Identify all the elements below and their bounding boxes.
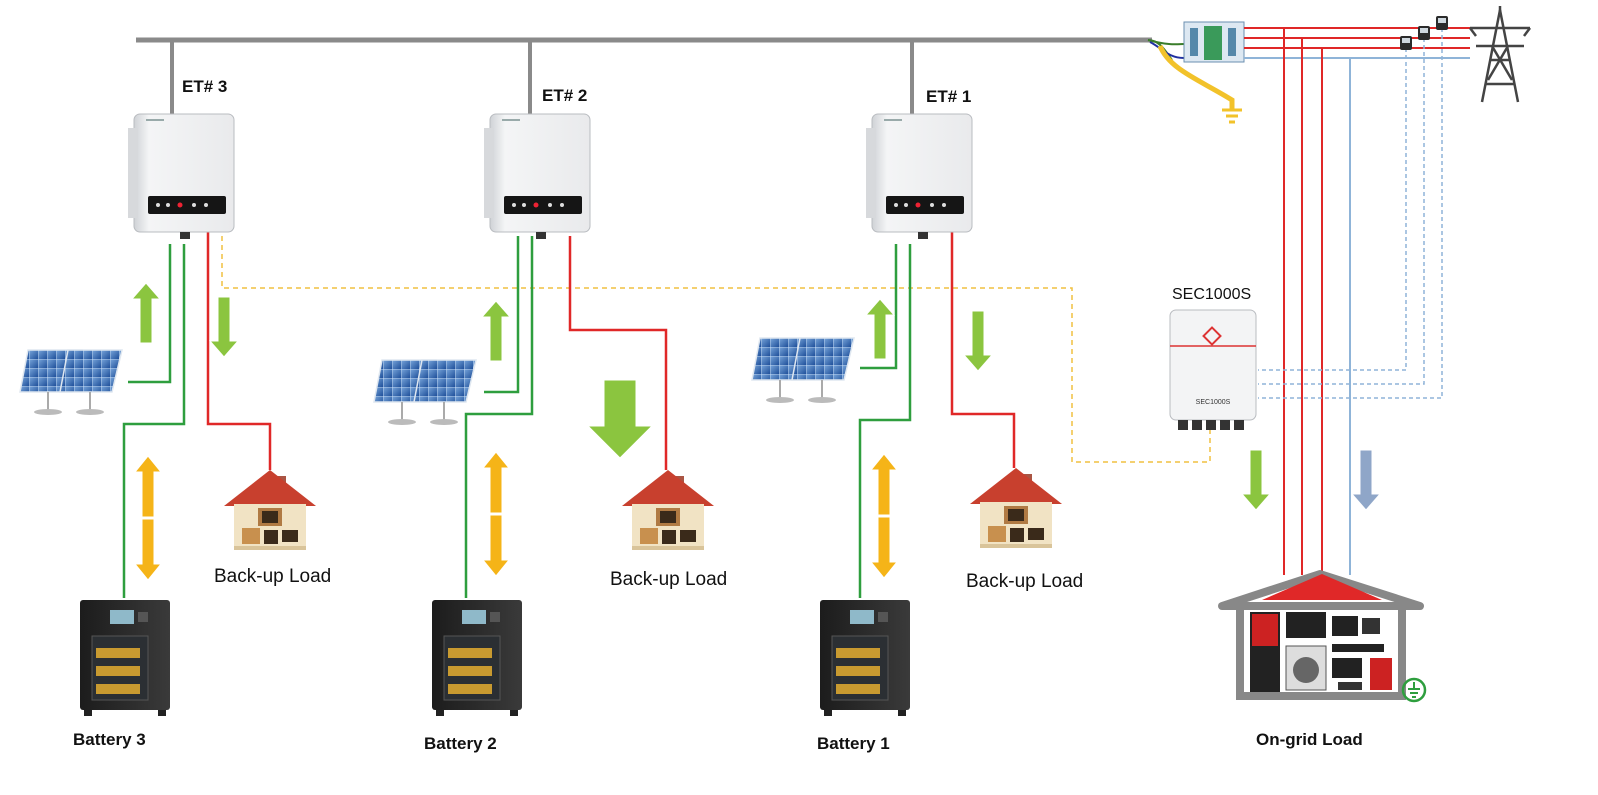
inverter-icon — [865, 113, 973, 240]
sec1000s-device: SEC1000S — [1169, 309, 1257, 430]
house-icon — [224, 470, 316, 550]
pv-flow-arrow — [481, 300, 511, 362]
grid-lines — [1244, 27, 1470, 575]
house-icon — [970, 468, 1062, 548]
pv-flow-arrow — [865, 298, 895, 360]
battery-flow-arrow — [133, 454, 163, 582]
et3-wires — [122, 232, 272, 598]
distribution-box — [1147, 21, 1245, 124]
battery-flow-arrow — [481, 450, 511, 578]
battery-cabinet-icon — [819, 599, 911, 717]
battery-flow-arrow — [869, 452, 899, 580]
house-icon — [622, 470, 714, 550]
inverter-label-et2: ET# 2 — [542, 86, 588, 105]
inverter-et1 — [865, 113, 973, 240]
battery-label-3: Battery 3 — [73, 730, 146, 749]
inverter-label-et1: ET# 1 — [926, 87, 972, 106]
ongrid-house — [1218, 570, 1427, 703]
inverter-label-et3: ET# 3 — [182, 77, 228, 96]
inverter-et2 — [483, 113, 591, 240]
comm-line — [221, 236, 1211, 463]
smart-meter-icon — [1400, 16, 1448, 50]
ongrid-load-label: On-grid Load — [1256, 730, 1363, 749]
backup-flow-arrow-large — [586, 379, 654, 459]
inverter-icon — [127, 113, 235, 240]
transmission-tower-icon — [1469, 6, 1531, 103]
solar-panel-icon — [19, 349, 123, 416]
battery-label-1: Battery 1 — [817, 734, 890, 753]
sec-controller-label: SEC1000S — [1172, 286, 1252, 303]
backup-load-label-1: Back-up Load — [966, 571, 1084, 592]
battery-cabinet-icon — [431, 599, 523, 717]
pv-flow-arrow — [131, 282, 161, 344]
backup-arrows — [209, 296, 1271, 511]
backup-load-label-2: Back-up Load — [610, 569, 728, 590]
grid-import-arrow — [1351, 449, 1381, 511]
battery-cabinet-icon — [79, 599, 171, 717]
solar-panel-icon — [751, 337, 855, 404]
backup-flow-arrow — [209, 296, 239, 358]
backup-flow-arrow — [963, 310, 993, 372]
earth-symbol-icon — [1401, 677, 1427, 703]
ground-icon — [1222, 108, 1242, 124]
grid-feed-arrow — [1241, 449, 1271, 511]
battery-label-2: Battery 2 — [424, 734, 497, 753]
sec-device-text: SEC1000S — [1196, 399, 1231, 406]
inverter-icon — [483, 113, 591, 240]
et1-wires — [858, 232, 1016, 598]
et2-wires — [464, 236, 668, 598]
backup-load-label-3: Back-up Load — [214, 566, 332, 587]
inverter-et3 — [127, 113, 235, 240]
ac-bus — [136, 37, 1152, 118]
solar-panel-icon — [373, 359, 477, 426]
